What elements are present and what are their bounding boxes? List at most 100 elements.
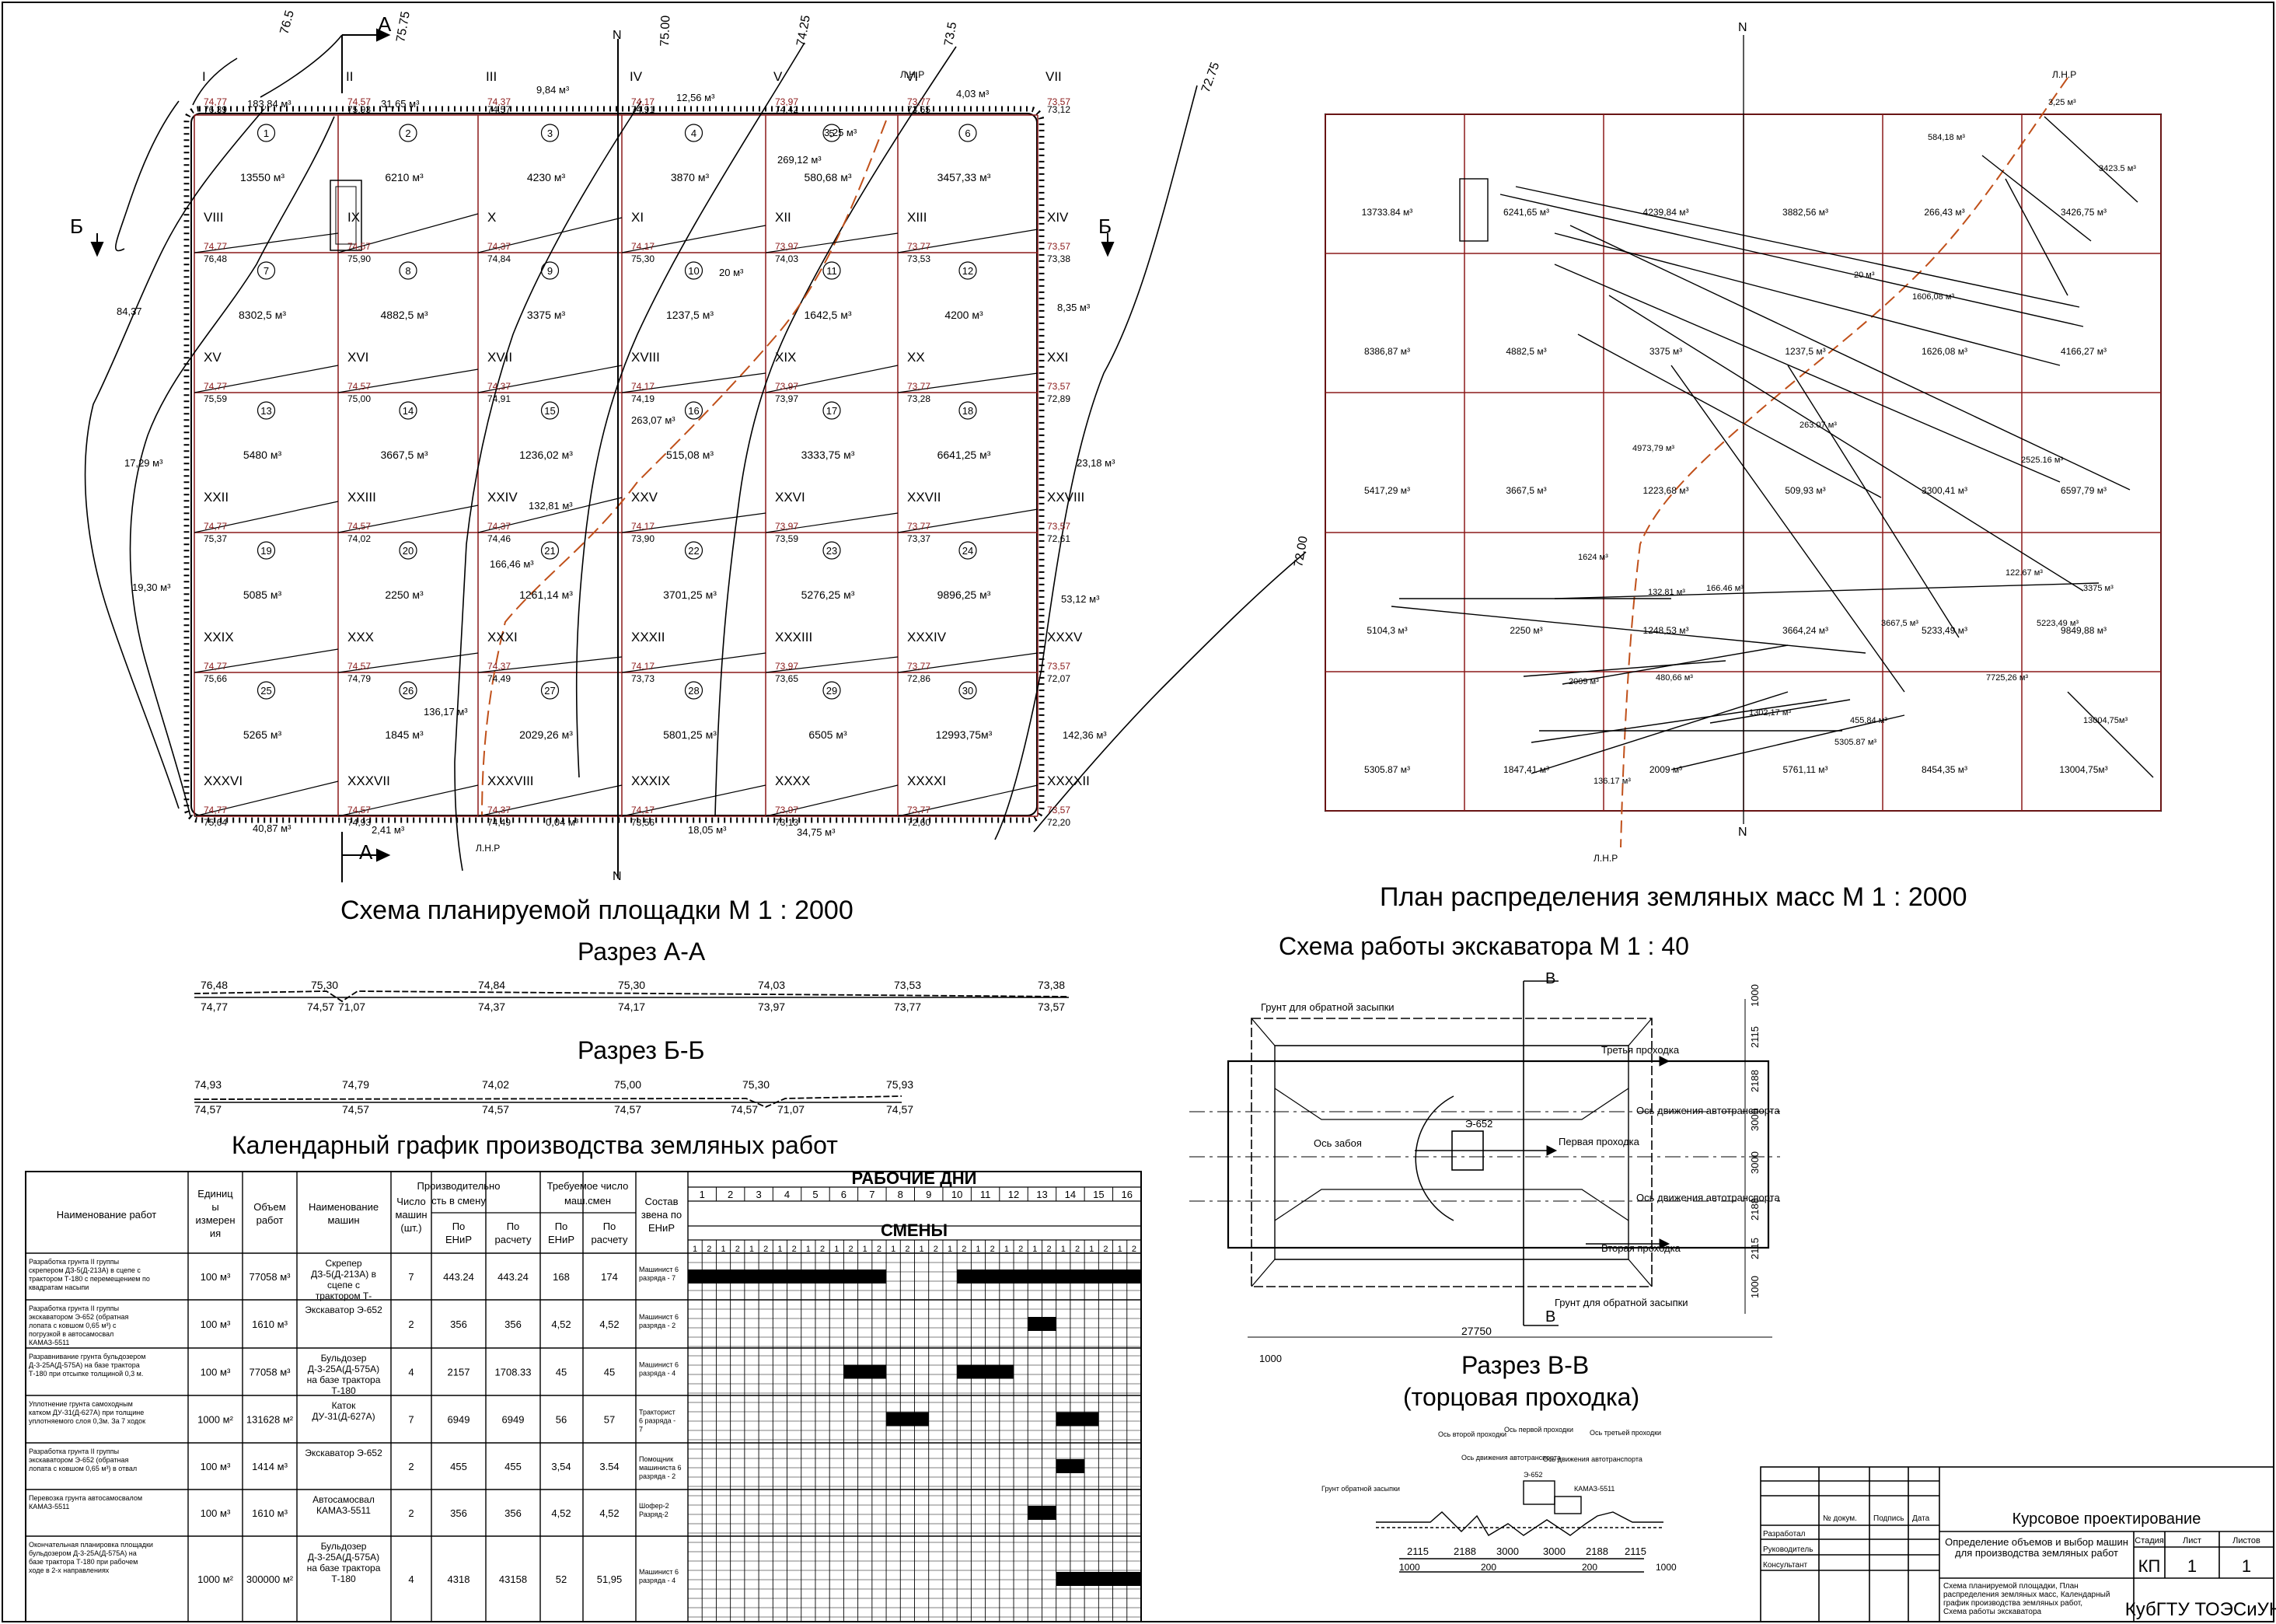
side-volume: 136,17 м³ bbox=[424, 706, 468, 718]
header-productivity-2: сть в смену bbox=[431, 1195, 486, 1207]
header-unit-4: ия bbox=[210, 1228, 221, 1239]
black-mark: 73,13 bbox=[775, 817, 798, 828]
cell-volume: 5276,25 м³ bbox=[801, 588, 855, 601]
vv-excavator bbox=[1523, 1480, 1555, 1505]
black-mark: 75,59 bbox=[204, 393, 227, 404]
mass-flow-value: 4973,79 м³ bbox=[1632, 444, 1674, 453]
shift-number: 1 bbox=[749, 1245, 754, 1254]
excavator-dim: 3000 bbox=[1749, 1151, 1761, 1174]
cell-volume: 1845 м³ bbox=[385, 728, 424, 741]
vv-dim-lower: 200 bbox=[1481, 1562, 1496, 1573]
row-unit: 100 м³ bbox=[201, 1507, 231, 1519]
row-numeral: XII bbox=[775, 210, 791, 225]
section-aa-top-mark: 74,84 bbox=[478, 979, 505, 991]
vv-dim: 2188 bbox=[1454, 1545, 1476, 1557]
row-shift-enir: 56 bbox=[556, 1414, 567, 1426]
mass-cell-volume: 13733.84 м³ bbox=[1362, 207, 1413, 218]
row-machine: сцепе с bbox=[327, 1280, 360, 1290]
cell-volume: 8302,5 м³ bbox=[239, 309, 286, 321]
row-count: 4 bbox=[408, 1367, 414, 1378]
row-work-name: Разработка грунта II группы bbox=[29, 1448, 119, 1455]
shift-number: 2 bbox=[877, 1245, 881, 1254]
row-crew: Разряд-2 bbox=[639, 1510, 668, 1518]
section-vv-drawing bbox=[1376, 1480, 1663, 1573]
row-crew: Помощник bbox=[639, 1455, 673, 1463]
flow-line bbox=[1670, 365, 1905, 693]
mass-cell-volume: 5104,3 м³ bbox=[1367, 625, 1407, 636]
section-b-marker-right: Б bbox=[1098, 215, 1112, 238]
shift-number: 2 bbox=[763, 1245, 768, 1254]
black-mark: 74,79 bbox=[347, 673, 371, 684]
vv-dim-lower: 1000 bbox=[1399, 1562, 1420, 1573]
section-aa-title: Разрез А-А bbox=[578, 938, 706, 966]
black-mark: 75,64 bbox=[204, 817, 227, 828]
cell-number-circle bbox=[540, 681, 560, 700]
row-machine: Автосамосвал bbox=[312, 1494, 375, 1505]
black-mark: 73,53 bbox=[907, 253, 930, 264]
row-numeral: XVIII bbox=[631, 350, 660, 365]
excavator-label: Третья проходка bbox=[1601, 1044, 1680, 1056]
red-mark: 73,57 bbox=[1047, 805, 1070, 815]
stamp-sheets-label: Листов bbox=[2232, 1536, 2260, 1545]
mass-flow-value: 122.67 м³ bbox=[2005, 568, 2043, 578]
shift-number: 2 bbox=[962, 1245, 966, 1254]
shift-number: 2 bbox=[1018, 1245, 1023, 1254]
row-crew: Машинист 6 bbox=[639, 1568, 679, 1576]
pit-bevel-bottom bbox=[1251, 1259, 1653, 1287]
cell-number: 4 bbox=[691, 127, 696, 139]
row-work-name: лопата с ковшом 0,65 м³) в отвал bbox=[29, 1465, 137, 1472]
row-crew: разряда - 2 bbox=[639, 1322, 675, 1329]
header-volume: Объем bbox=[253, 1201, 285, 1213]
row-prod-calc: 443.24 bbox=[497, 1271, 529, 1283]
cell-volume: 12993,75м³ bbox=[936, 728, 993, 741]
shift-number: 2 bbox=[934, 1245, 938, 1254]
pit-bevel bbox=[1251, 1018, 1653, 1046]
pass-inner-2 bbox=[1274, 1189, 1629, 1221]
row-volume: 300000 м² bbox=[246, 1573, 294, 1585]
cell-number-circle bbox=[257, 124, 276, 142]
cell-volume: 3870 м³ bbox=[671, 171, 710, 183]
row-work-name: скрепером ДЗ-5(Д-213А) в сцепе с bbox=[29, 1266, 141, 1274]
red-mark: 74,17 bbox=[631, 381, 655, 392]
header-shift-enir: По bbox=[555, 1221, 568, 1232]
cell-diagonals bbox=[194, 213, 1039, 817]
column-numeral: II bbox=[346, 69, 353, 84]
row-prod-enir: 356 bbox=[450, 1318, 467, 1330]
cell-number: 22 bbox=[688, 545, 699, 557]
vv-label: Ось третьей проходки bbox=[1590, 1429, 1661, 1437]
cell-number-circle bbox=[822, 261, 841, 280]
section-aa-bottom-mark: 74,57 bbox=[307, 1001, 334, 1013]
row-numeral: XXXV bbox=[1047, 630, 1083, 644]
row-crew: Тракторист bbox=[639, 1409, 675, 1416]
excavator-dim-length: 27750 bbox=[1461, 1325, 1492, 1337]
mass-cell-volume: 1237,5 м³ bbox=[1785, 346, 1825, 357]
mass-flow-value: 7725,26 м³ bbox=[1986, 673, 2028, 683]
mass-flow-lines bbox=[1391, 116, 2154, 778]
row-machine: Экскаватор Э-652 bbox=[305, 1448, 382, 1458]
excavator-label: Ось забоя bbox=[1314, 1137, 1362, 1149]
header-shift-enir-2: ЕНиР bbox=[548, 1234, 574, 1245]
row-count: 7 bbox=[408, 1414, 414, 1426]
row-unit: 100 м³ bbox=[201, 1318, 231, 1330]
flow-line bbox=[1554, 582, 2100, 599]
mass-cell-volume: 1626,08 м³ bbox=[1922, 346, 1967, 357]
mass-cell-volume: 6241,65 м³ bbox=[1503, 207, 1549, 218]
pass-inner bbox=[1274, 1088, 1629, 1120]
day-number: 1 bbox=[700, 1189, 705, 1200]
section-bb-ground bbox=[194, 1095, 902, 1108]
row-numeral: XXXVI bbox=[204, 774, 243, 788]
stamp-role: Разработал bbox=[1763, 1529, 1806, 1538]
shift-number: 2 bbox=[1103, 1245, 1108, 1254]
red-mark: 73,77 bbox=[907, 381, 930, 392]
excavator-dim-corner: 1000 bbox=[1259, 1353, 1282, 1364]
mass-cell-volume: 3426,75 м³ bbox=[2061, 207, 2107, 218]
red-mark: 74,17 bbox=[631, 96, 655, 107]
vv-dim: 2115 bbox=[1625, 1545, 1646, 1557]
row-crew: 6 разряда - bbox=[639, 1417, 675, 1425]
black-mark: 73,65 bbox=[775, 673, 798, 684]
side-volume: 19,30 м³ bbox=[132, 581, 171, 593]
cell-number-circle bbox=[540, 541, 560, 560]
gantt-bar bbox=[1028, 1317, 1056, 1331]
section-aa-bottom-mark: 71,07 bbox=[338, 1001, 365, 1013]
